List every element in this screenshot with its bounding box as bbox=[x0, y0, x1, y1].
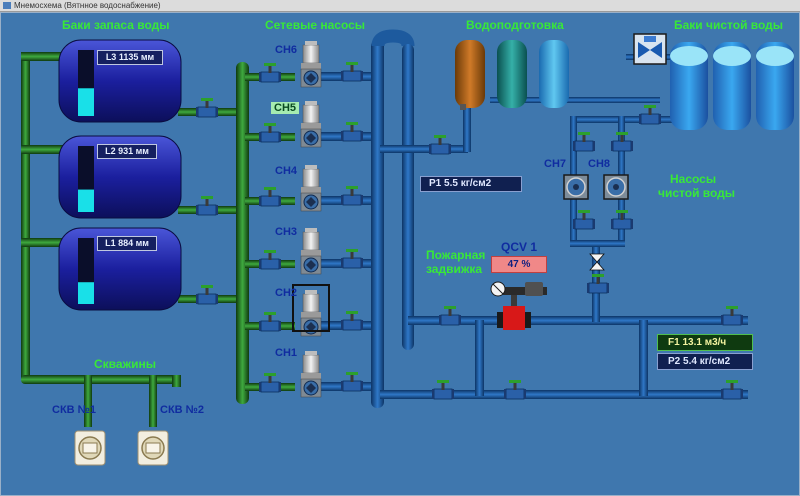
treatment-valve-icon[interactable] bbox=[633, 33, 667, 65]
pump-ch7-label: СН7 bbox=[544, 158, 567, 170]
pump-selection-frame bbox=[292, 284, 330, 332]
fire-valve-label-line1: Пожарная bbox=[426, 248, 486, 262]
fire-valve-label-line2: задвижка bbox=[426, 262, 483, 276]
window-title: Мнемосхема (Вятнное водоснабжение) bbox=[14, 1, 161, 10]
pump-ch6-label: СН6 bbox=[275, 44, 298, 56]
tank-l2-level-value: L2 931 мм bbox=[97, 144, 157, 159]
pump-ch8-label: СН8 bbox=[588, 158, 611, 170]
pump-ch2-icon[interactable] bbox=[300, 289, 322, 337]
fire-valve-icon[interactable] bbox=[490, 281, 547, 330]
well-skv2-icon[interactable] bbox=[137, 430, 169, 466]
well-skv1-label: СКВ №1 bbox=[52, 404, 97, 416]
pump-ch1-label: СН1 bbox=[275, 347, 298, 359]
pressure-p2-readout: P2 5.4 кг/см2 bbox=[657, 353, 753, 370]
clean-pumps-label-line2: чистой воды bbox=[658, 186, 736, 200]
pump-ch4-icon[interactable] bbox=[300, 164, 322, 212]
section-wells-label: Скважины bbox=[94, 357, 156, 371]
tank-l3-level-value: L3 1135 мм bbox=[97, 50, 163, 65]
clean-tank-3 bbox=[756, 42, 794, 130]
well-skv2-label: СКВ №2 bbox=[160, 404, 205, 416]
section-network-pumps-label: Сетевые насосы bbox=[265, 18, 366, 32]
pump-ch1-icon[interactable] bbox=[300, 350, 322, 398]
window-titlebar: Мнемосхема (Вятнное водоснабжение) bbox=[0, 0, 800, 12]
tank-level-bar bbox=[78, 189, 94, 212]
section-water-treatment-label: Водоподготовка bbox=[466, 18, 564, 32]
qcv1-value: 47 % bbox=[491, 256, 547, 273]
tank-level-bar bbox=[78, 282, 94, 304]
filter-teal bbox=[497, 40, 527, 108]
pump-ch2-label: СН2 bbox=[275, 287, 298, 299]
section-storage-tanks-label: Баки запаса воды bbox=[62, 18, 170, 32]
tank-level-bar bbox=[78, 88, 94, 116]
clean-pumps-label-line1: Насосы bbox=[670, 172, 717, 186]
pump-ch4-label: СН4 bbox=[275, 165, 298, 177]
pump-ch6-icon[interactable] bbox=[300, 40, 322, 88]
app-icon bbox=[3, 2, 11, 9]
pump-ch3-label: СН3 bbox=[275, 226, 298, 238]
pump-ch7-icon[interactable] bbox=[563, 174, 589, 200]
clean-tank-1 bbox=[670, 42, 708, 130]
pump-ch5-label[interactable]: СН5 bbox=[271, 102, 300, 114]
pressure-p1-readout: P1 5.5 кг/см2 bbox=[420, 176, 522, 192]
well-skv1-icon[interactable] bbox=[74, 430, 106, 466]
tank-l1-level-value: L1 884 мм bbox=[97, 236, 157, 251]
pump-ch3-icon[interactable] bbox=[300, 227, 322, 275]
valves[interactable] bbox=[195, 61, 744, 400]
section-clean-tanks-label: Баки чистой воды bbox=[674, 18, 784, 32]
qcv1-label: QCV 1 bbox=[501, 240, 538, 254]
pump-ch5-icon[interactable] bbox=[300, 100, 322, 148]
flow-f1-readout: F1 13.1 м3/ч bbox=[657, 334, 753, 351]
clean-tank-2 bbox=[713, 42, 751, 130]
filter-brown bbox=[455, 40, 485, 110]
pump-ch8-icon[interactable] bbox=[603, 174, 629, 200]
filter-cyan bbox=[539, 40, 569, 108]
